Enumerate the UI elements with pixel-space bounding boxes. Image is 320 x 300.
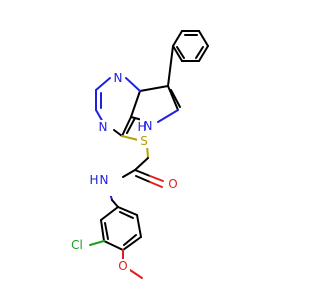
atom-n-left: N [99, 120, 108, 134]
atom-pyrrole-h: H [137, 120, 146, 134]
bond-o-methyl [129, 269, 143, 279]
bond-c-cl [89, 240, 105, 246]
pyrimidine-ring [95, 77, 141, 137]
atom-chlorine: Cl [71, 238, 83, 252]
atom-n-top: N [114, 71, 123, 85]
atom-oxygen-carbonyl: O [168, 177, 177, 191]
bond-c-s [121, 135, 139, 141]
acetamide-group [122, 157, 164, 188]
atom-n-amide: N [100, 173, 109, 187]
atom-oxygen-methoxy: O [118, 259, 127, 273]
atom-sulfur: S [140, 134, 148, 148]
bond-n-aryl-c [111, 199, 119, 208]
atom-h-amide: H [89, 173, 98, 187]
phenyl-ring [172, 30, 209, 62]
bond-phenyl-pyrrole [167, 45, 174, 87]
chloro-methoxy-phenyl-ring [100, 206, 142, 251]
molecule-structure: N N N H S O N H Cl O [71, 30, 209, 279]
atom-pyrrole-n: N [144, 119, 153, 133]
